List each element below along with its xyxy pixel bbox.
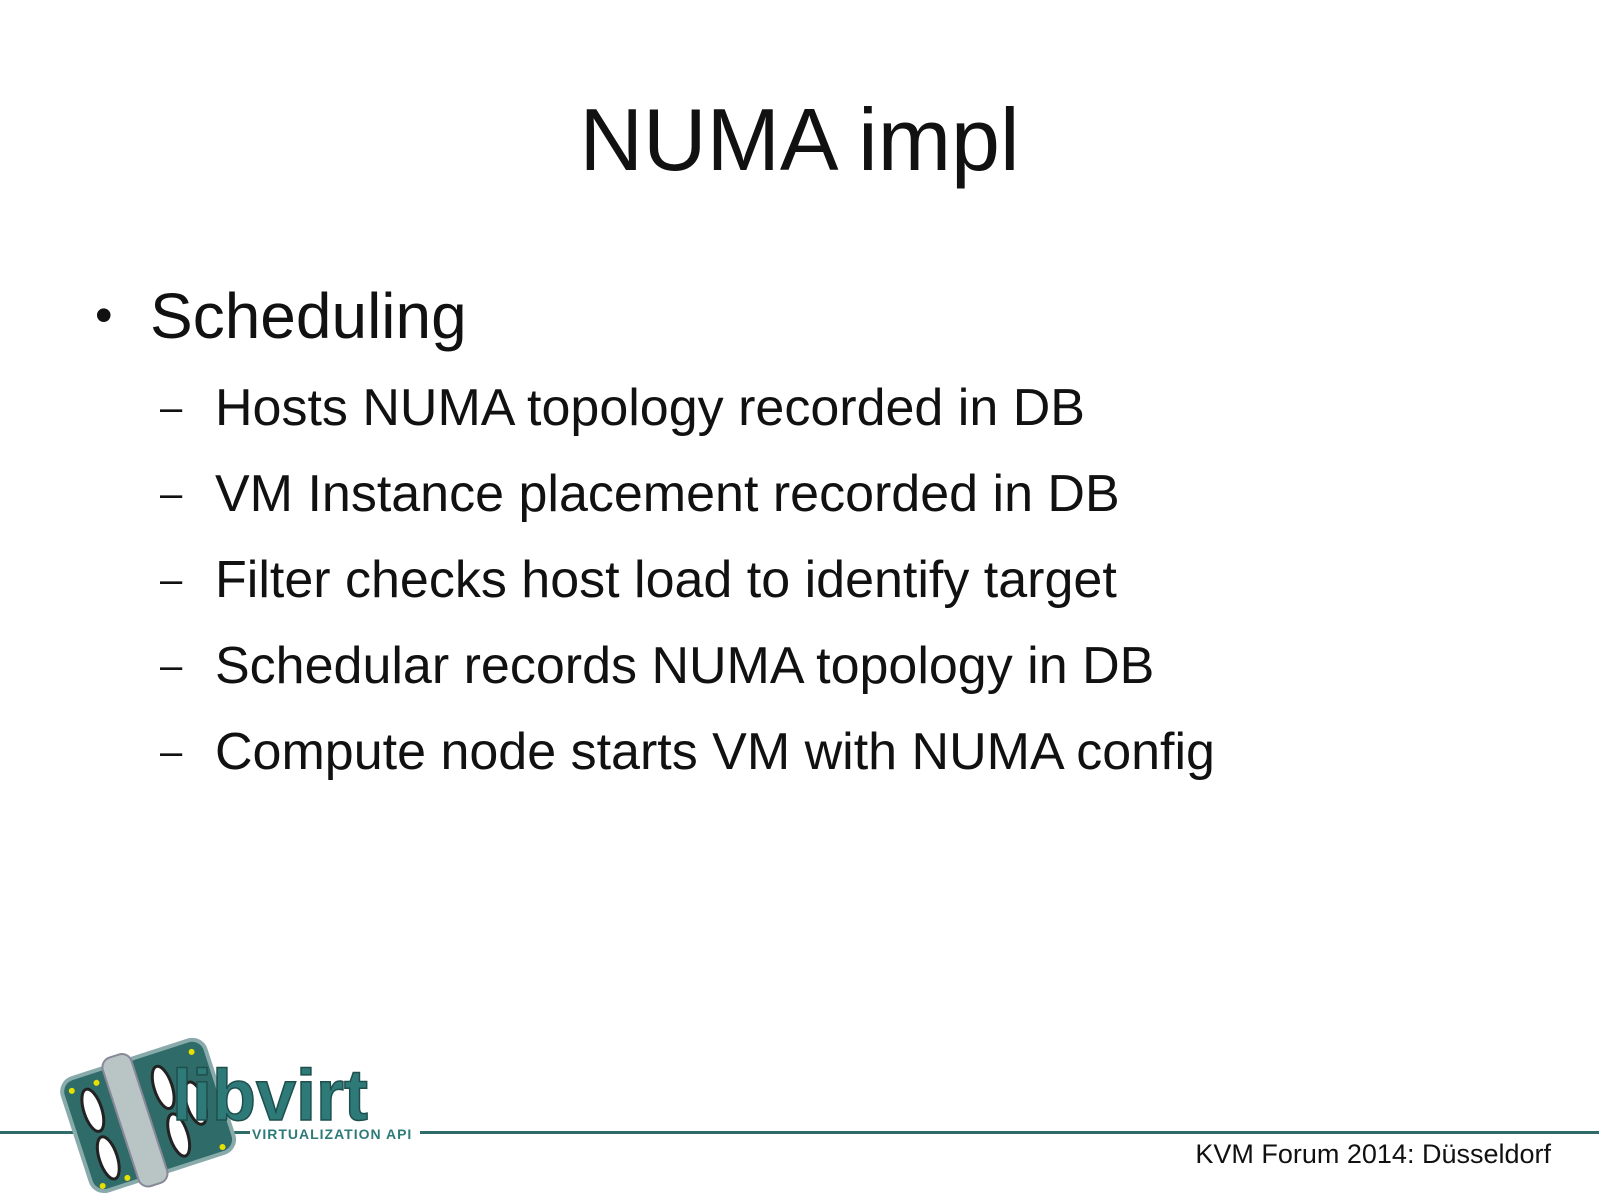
logo-tagline: VIRTUALIZATION API: [252, 1126, 412, 1142]
dash-icon: –: [160, 730, 183, 774]
dash-icon: –: [160, 472, 183, 516]
dash-icon: –: [160, 558, 183, 602]
bullet-label: Scheduling: [150, 280, 467, 352]
footer-divider: [0, 1131, 1599, 1134]
sub-bullet-item: – Filter checks host load to identify ta…: [160, 550, 1215, 636]
sub-bullet-item: – Schedular records NUMA topology in DB: [160, 636, 1215, 722]
bullet-item: • Scheduling: [95, 278, 467, 358]
sub-bullet-text: Hosts NUMA topology recorded in DB: [215, 379, 1085, 437]
sub-bullet-item: – Hosts NUMA topology recorded in DB: [160, 378, 1215, 464]
sub-bullet-text: VM Instance placement recorded in DB: [215, 465, 1120, 523]
sub-bullet-text: Filter checks host load to identify targ…: [215, 551, 1117, 609]
sub-bullet-list: – Hosts NUMA topology recorded in DB – V…: [160, 378, 1215, 808]
sub-bullet-item: – Compute node starts VM with NUMA confi…: [160, 722, 1215, 808]
dash-icon: –: [160, 386, 183, 430]
dash-icon: –: [160, 644, 183, 688]
sub-bullet-text: Compute node starts VM with NUMA config: [215, 723, 1215, 781]
sub-bullet-item: – VM Instance placement recorded in DB: [160, 464, 1215, 550]
libvirt-logo: libvirt VIRTUALIZATION API: [60, 1038, 420, 1194]
bullet-dot-icon: •: [95, 287, 113, 343]
bullet-list: • Scheduling: [95, 278, 467, 358]
logo-wordmark: libvirt: [172, 1056, 368, 1136]
sub-bullet-text: Schedular records NUMA topology in DB: [215, 637, 1155, 695]
slide-title: NUMA impl: [579, 90, 1020, 189]
footer-text: KVM Forum 2014: Düsseldorf: [1195, 1139, 1551, 1169]
